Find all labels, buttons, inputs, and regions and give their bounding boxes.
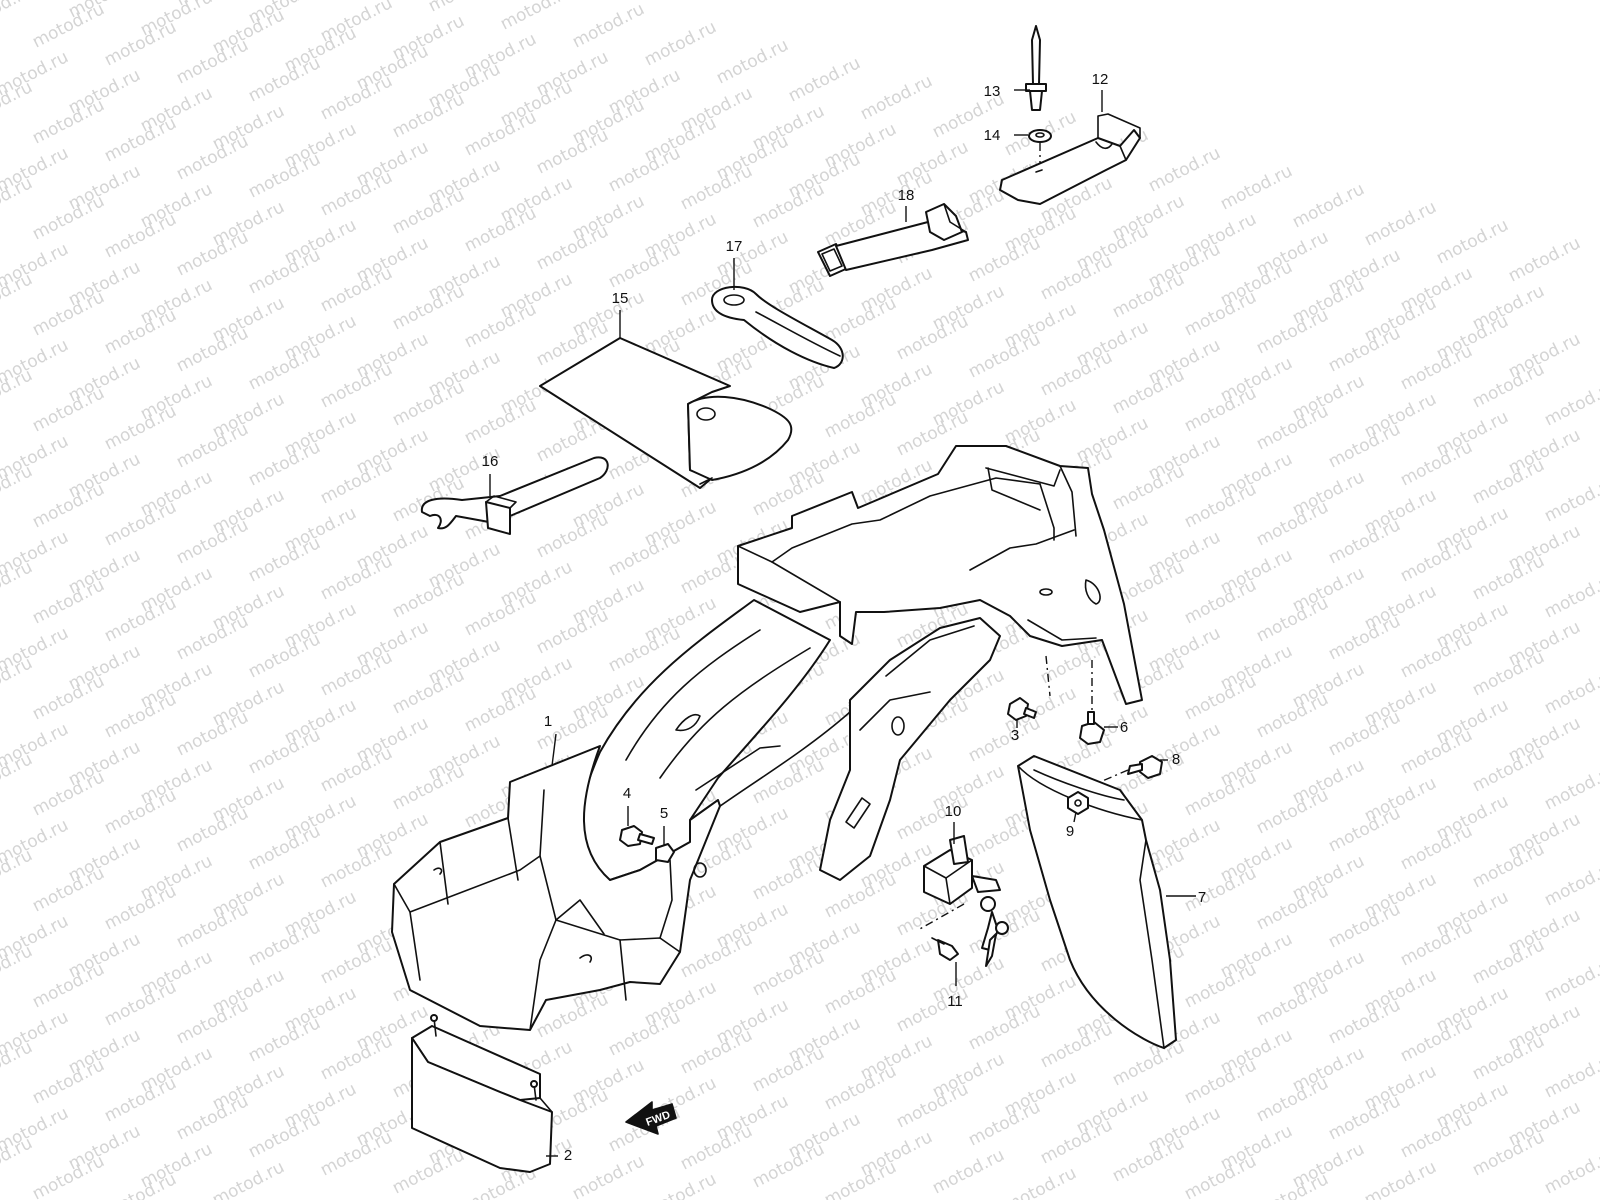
watermark-text: motod.ru	[1145, 143, 1224, 196]
part-16-spanner	[420, 456, 609, 535]
part-13-rivet-pin	[1025, 25, 1047, 111]
part-3-bolt	[1007, 655, 1051, 721]
callout-number-7: 7	[1198, 889, 1206, 906]
watermark-text: motod.ru	[1361, 197, 1440, 250]
part-11-screw	[931, 937, 959, 961]
callout-number-17: 17	[726, 238, 743, 255]
watermark-text: motod.ru	[1541, 665, 1600, 718]
part-8-bolt	[1099, 755, 1163, 783]
leader-line-1	[551, 733, 557, 767]
part-10-helmet-lock	[917, 835, 1009, 967]
part-5-clip-nut	[655, 843, 675, 863]
watermark-text: motod.ru	[641, 17, 720, 70]
part-12-holder-bracket	[999, 113, 1141, 205]
callout-number-10: 10	[945, 803, 962, 820]
part-4-bolt	[619, 825, 655, 847]
part-15-tool-bag	[539, 337, 793, 489]
watermark-text: motod.ru	[1001, 1163, 1080, 1200]
part-9-nut	[1067, 791, 1089, 815]
callout-number-11: 11	[947, 993, 963, 1010]
watermark-text: motod.ru	[1541, 857, 1600, 910]
watermark-text: motod.ru	[785, 53, 864, 106]
watermark-text: motod.ru	[1541, 473, 1600, 526]
callout-number-16: 16	[482, 453, 499, 470]
part-2-lower-flap	[411, 1014, 553, 1173]
watermark-text: motod.ru	[1541, 377, 1600, 430]
watermark-text: motod.ru	[641, 1169, 720, 1200]
watermark-text: motod.ru	[0, 0, 36, 34]
part-7-side-cover	[1017, 755, 1177, 1049]
callout-number-9: 9	[1066, 823, 1074, 840]
callout-number-12: 12	[1092, 71, 1109, 88]
callout-number-2: 2	[564, 1147, 572, 1164]
leader-line-9	[1073, 811, 1077, 823]
watermark-text: motod.ru	[1541, 1145, 1600, 1198]
watermark-text: motod.ru	[1541, 1049, 1600, 1102]
watermark-text: motod.ru	[1505, 233, 1584, 286]
part-6-bolt	[1079, 660, 1105, 745]
callout-number-6: 6	[1120, 719, 1128, 736]
watermark-text: motod.ru	[425, 0, 504, 16]
watermark-text: motod.ru	[1361, 1157, 1440, 1200]
part-18-strap-band	[817, 203, 969, 277]
watermark-text: motod.ru	[1541, 569, 1600, 622]
callout-number-3: 3	[1011, 727, 1019, 744]
callout-number-4: 4	[623, 785, 631, 802]
watermark-text: motod.ru	[1217, 161, 1296, 214]
callout-number-14: 14	[984, 127, 1001, 144]
watermark-text: motod.ru	[569, 0, 648, 52]
callout-number-15: 15	[612, 290, 629, 307]
watermark-text: motod.ru	[497, 0, 576, 34]
watermark-text: motod.ru	[1433, 215, 1512, 268]
callout-number-13: 13	[984, 83, 1001, 100]
watermark-text: motod.ru	[857, 71, 936, 124]
watermark-text: motod.ru	[1541, 953, 1600, 1006]
watermark-text: motod.ru	[569, 1151, 648, 1200]
watermark-text: motod.ru	[713, 35, 792, 88]
part-14-washer	[1028, 129, 1052, 170]
callout-number-8: 8	[1172, 751, 1180, 768]
watermark-text: motod.ru	[1541, 761, 1600, 814]
watermark-text: motod.ru	[209, 1157, 288, 1200]
callout-number-5: 5	[660, 805, 668, 822]
watermark-text: motod.ru	[929, 1145, 1008, 1198]
part-17-ring-wrench	[711, 285, 844, 369]
part-1-rear-fender	[391, 445, 1143, 1031]
callout-number-1: 1	[544, 713, 552, 730]
callout-number-18: 18	[898, 187, 915, 204]
watermark-text: motod.ru	[1289, 179, 1368, 232]
